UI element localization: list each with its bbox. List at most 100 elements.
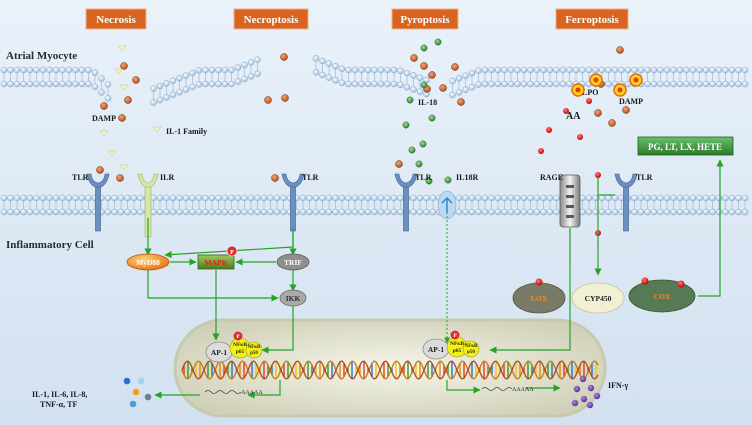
lipid-head <box>312 194 320 202</box>
lipid-head <box>306 194 313 202</box>
lipid-head <box>455 89 463 96</box>
mrna-left <box>204 390 242 394</box>
lipid-head <box>241 194 248 202</box>
lipid-head <box>13 194 21 202</box>
lipid-head <box>689 194 697 202</box>
nfkb-right-label: NFκB <box>450 341 464 347</box>
lipid-head <box>299 194 307 202</box>
lipid-head <box>169 77 177 85</box>
lipid-head <box>319 71 326 79</box>
lipid-head <box>130 208 138 216</box>
damp-particle <box>100 102 108 110</box>
lipid-head <box>0 208 8 216</box>
lipid-head <box>735 80 742 88</box>
lipid-head <box>332 62 339 70</box>
lipid-head <box>273 194 281 202</box>
lipid-head <box>553 80 560 88</box>
aa-particle <box>538 148 544 154</box>
il18-particle <box>419 140 427 148</box>
header-necroptosis-box <box>233 8 309 30</box>
lipid-head <box>546 80 554 88</box>
lipid-head <box>111 208 118 216</box>
lipid-head <box>637 66 645 74</box>
lipid-head <box>397 67 404 75</box>
label-aa: AA <box>566 111 581 122</box>
lipid-head <box>494 80 502 88</box>
il18-particle <box>420 81 428 89</box>
myd88-node <box>126 253 170 271</box>
inflammatory-cell-membrane <box>0 194 749 216</box>
lipid-head <box>221 194 229 202</box>
damp-particle <box>616 46 624 54</box>
lipid-head <box>501 194 508 202</box>
lipid-mediators-label: PG, LT, LX, HETE <box>648 142 722 152</box>
lipid-head <box>130 194 138 202</box>
lipid-head <box>494 66 502 74</box>
lipid-head <box>377 208 385 216</box>
lipid-head <box>468 194 476 202</box>
lipid-head <box>52 80 60 88</box>
lipid-head <box>533 208 541 216</box>
lipid-head <box>676 66 684 74</box>
ifn-gamma-particle <box>571 399 579 407</box>
lipid-head <box>33 208 40 216</box>
lipid-head <box>371 194 378 202</box>
lipid-head <box>384 80 391 88</box>
lipid-head <box>176 208 183 216</box>
lipid-head <box>351 66 359 74</box>
lipid-head <box>46 194 53 202</box>
lipid-head <box>364 80 372 88</box>
label-ilr: ILR <box>160 173 174 182</box>
lipid-head <box>65 66 73 74</box>
label-lpo: LPO <box>582 88 598 97</box>
lipid-head <box>215 208 222 216</box>
lipid-head <box>455 208 463 216</box>
p65-left-label: p65 <box>236 349 245 355</box>
lipid-head <box>462 72 469 80</box>
lipid-head <box>33 80 40 88</box>
lipid-head <box>637 194 645 202</box>
lipid-head <box>312 55 320 62</box>
damp-particle <box>395 160 403 168</box>
il18-particle <box>415 160 423 168</box>
lipid-head <box>618 66 625 74</box>
aa-particle <box>563 108 569 114</box>
lipid-head <box>0 80 8 88</box>
lipid-head <box>397 208 404 216</box>
lpo-flame-icon-2 <box>613 83 627 97</box>
ifn-gamma-particle <box>587 384 595 392</box>
trif-node <box>276 253 310 271</box>
lipid-head <box>501 66 508 74</box>
lipid-head <box>475 67 482 74</box>
lipid-head <box>163 80 170 87</box>
myd88-label: MyD88 <box>136 258 160 267</box>
lipid-head <box>559 80 567 88</box>
lipid-head <box>98 75 105 82</box>
lipid-head <box>644 194 651 202</box>
lipid-head <box>228 66 235 74</box>
lipid-head <box>234 194 242 202</box>
header-necroptosis: Necroptosis <box>244 14 300 26</box>
label-damp-right: DAMP <box>619 97 643 106</box>
lipid-head <box>358 194 365 202</box>
lpo-flame-icon-4 <box>571 83 585 97</box>
lipid-head <box>670 80 677 88</box>
ifn-gamma-particle <box>593 392 601 400</box>
lipid-head <box>325 60 333 67</box>
lipid-head <box>488 208 495 216</box>
lipid-head <box>377 194 385 202</box>
lipid-head <box>351 208 359 216</box>
ifn-gamma-particle <box>573 385 581 393</box>
lipid-head <box>208 80 216 88</box>
il1-family-particle <box>107 150 117 157</box>
lipid-head <box>657 80 664 88</box>
lipid-head <box>85 208 92 216</box>
lipid-head <box>540 80 547 88</box>
lipid-head <box>644 208 651 216</box>
lipid-head <box>741 208 749 216</box>
lipid-head <box>579 208 586 216</box>
damp-particle <box>120 62 128 70</box>
header-necrosis: Necrosis <box>96 14 136 26</box>
cytokine-particle <box>144 393 152 401</box>
